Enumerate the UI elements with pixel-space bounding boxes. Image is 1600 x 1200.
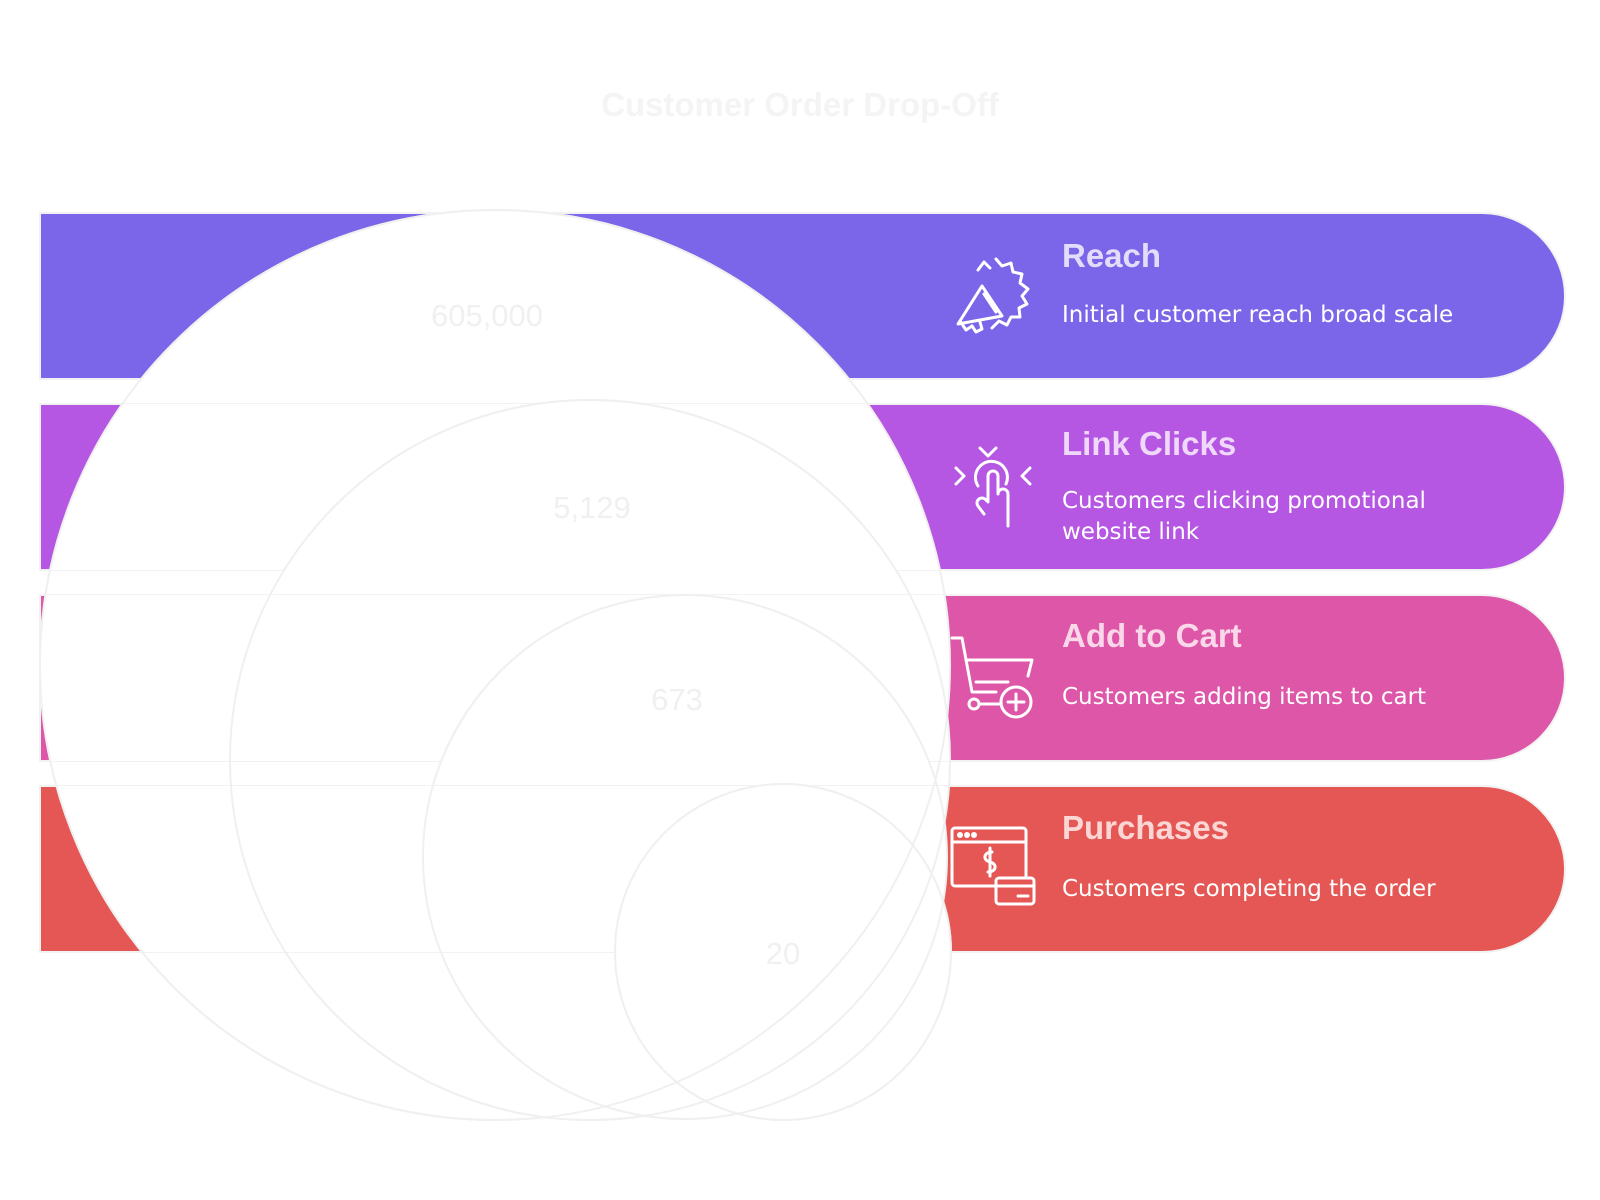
stage-value-purchases: 20 — [765, 936, 801, 971]
stage-text-reach: Reach Initial customer reach broad scale — [1062, 236, 1502, 328]
circle-outlines — [39, 209, 952, 1121]
online-payment-icon — [948, 822, 1038, 912]
stage-description: Initial customer reach broad scale — [1062, 302, 1454, 328]
stage-value-add-to-cart: 673 — [651, 682, 703, 717]
stage-label: Purchases — [1062, 809, 1229, 846]
cart-add-icon — [948, 632, 1038, 722]
stage-text-add-to-cart: Add to Cart Customers adding items to ca… — [1062, 616, 1502, 710]
diagram-title: Customer Order Drop-Off — [601, 86, 999, 123]
stage-text-purchases: Purchases Customers completing the order — [1062, 808, 1502, 902]
stage-value-reach: 605,000 — [430, 298, 544, 333]
stage-label: Reach — [1062, 237, 1162, 274]
stage-text-link-clicks: Link Clicks Customers clicking promotion… — [1062, 424, 1502, 545]
stage-description: Customers adding items to cart — [1062, 684, 1427, 710]
stage-description: Customers clicking promotional website l… — [1062, 488, 1426, 545]
megaphone-icon — [948, 250, 1038, 340]
stage-label: Link Clicks — [1062, 425, 1237, 462]
stage-label: Add to Cart — [1062, 617, 1242, 654]
stage-value-link-clicks: 5,129 — [553, 490, 631, 525]
stage-description: Customers completing the order — [1062, 876, 1436, 902]
tap-click-icon — [948, 440, 1038, 530]
